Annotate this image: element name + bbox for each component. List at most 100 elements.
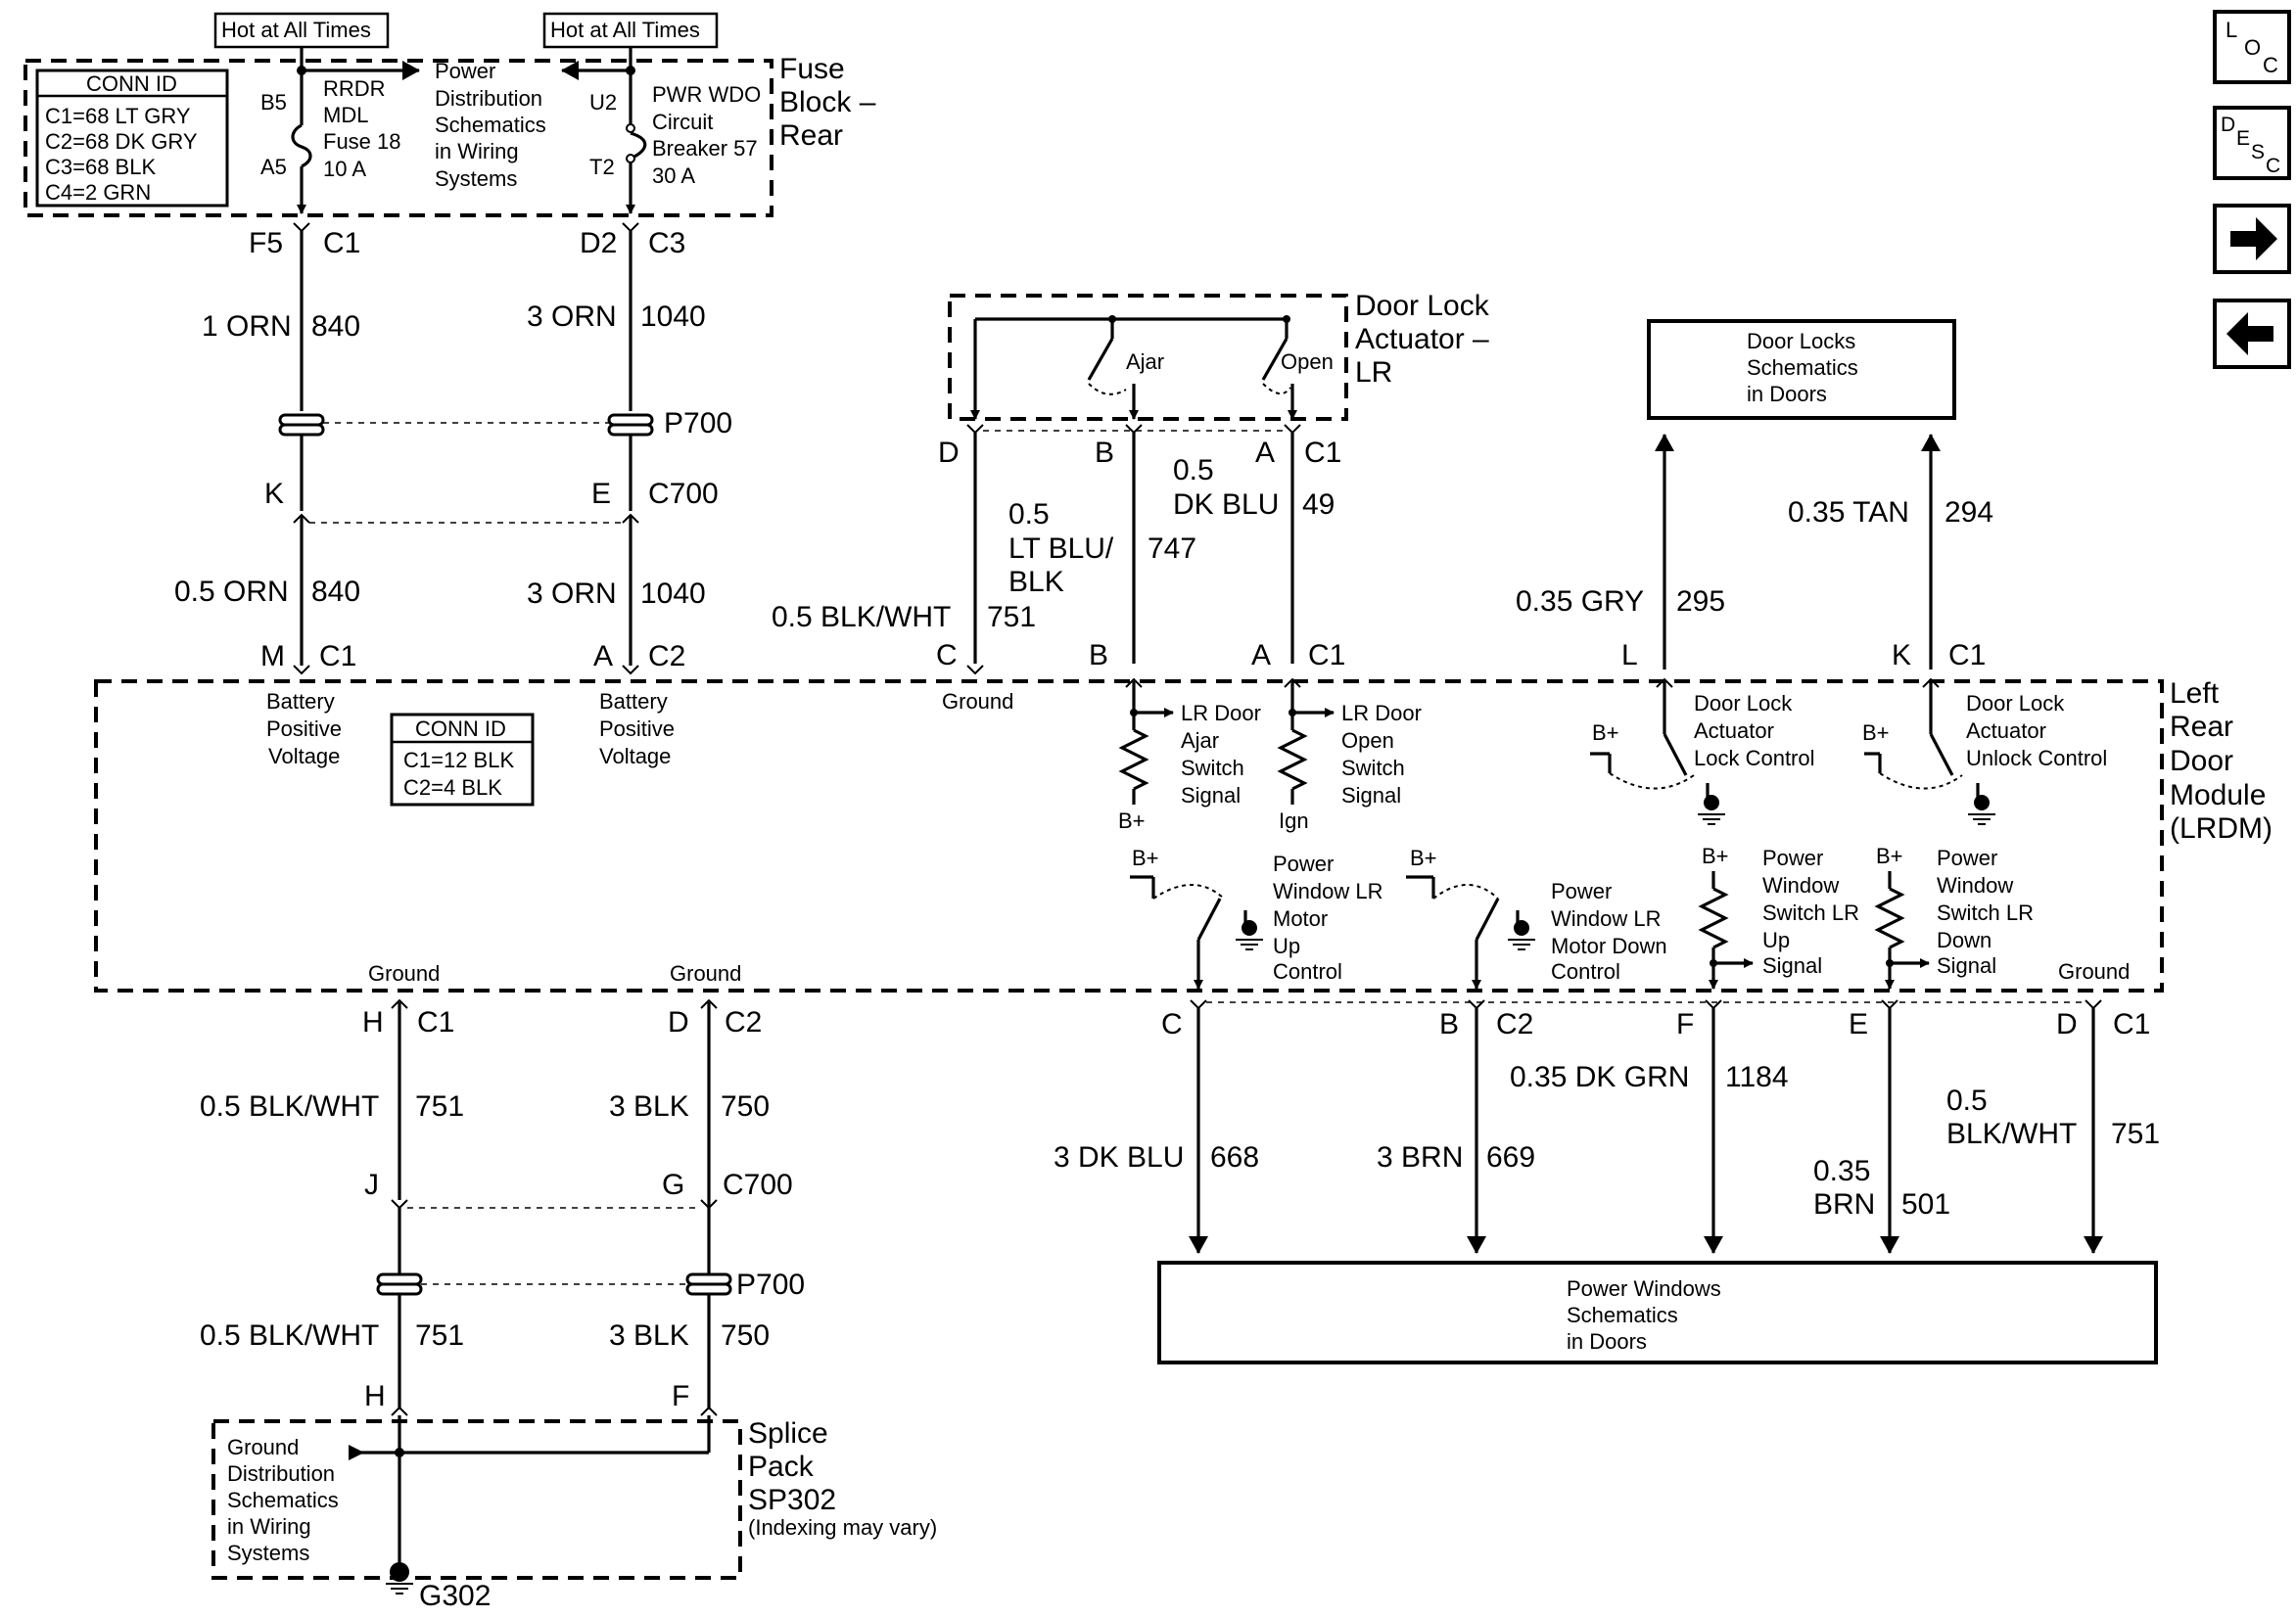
lock-ctrl-1: Door Lock	[1694, 691, 1793, 716]
pin-h-bottom: H	[364, 1380, 386, 1412]
pin-f-bottom: F	[672, 1380, 689, 1412]
splice-note: (Indexing may vary)	[748, 1515, 937, 1540]
up-bplus: B+	[1132, 846, 1159, 870]
wire-747-gauge-3: BLK	[1008, 566, 1064, 598]
description-button[interactable]: D E S C	[2213, 106, 2291, 180]
module-title-5: (LRDM)	[2170, 812, 2273, 845]
actuator-pin-b: B	[1095, 437, 1114, 469]
pin-k: K	[264, 478, 284, 510]
wire-751b-gauge: 0.5 BLK/WHT	[200, 1090, 379, 1123]
module-ground-left: Ground	[368, 961, 440, 986]
pdist-label-4: in Wiring	[435, 139, 519, 163]
unlock-control-switch	[1929, 733, 1954, 776]
wire-751d-gauge-2: BLK/WHT	[1946, 1118, 2077, 1150]
wire-751d-gauge-1: 0.5	[1946, 1085, 1988, 1117]
wire-668-gauge: 3 DK BLU	[1054, 1141, 1184, 1174]
open-sig-2: Open	[1341, 728, 1394, 753]
hot-at-all-times-left: Hot at All Times	[221, 18, 371, 42]
wire-751a-circuit: 751	[987, 601, 1036, 633]
location-button[interactable]: L O C	[2213, 10, 2291, 84]
wire-501-circuit: 501	[1901, 1188, 1950, 1221]
circuit-breaker-57-symbol	[630, 131, 647, 159]
module-conn-id-title: CONN ID	[415, 716, 506, 741]
wire-751c-circuit: 751	[415, 1319, 464, 1352]
actuator-pin-d: D	[938, 437, 960, 469]
wire-750a-circuit: 750	[721, 1090, 770, 1123]
previous-page-button[interactable]	[2213, 299, 2291, 369]
fuse-label-3: Fuse 18	[323, 129, 401, 154]
up-signal-resistor	[1698, 887, 1729, 949]
pin-d2: D2	[580, 227, 617, 259]
conn-m-c1: C1	[319, 640, 356, 672]
gd-line-4: in Wiring	[227, 1514, 311, 1539]
module-conn-id-c1: C1=12 BLK	[403, 748, 514, 772]
gd-line-3: Schematics	[227, 1488, 339, 1512]
power-window-wires: C B C2 F E D C1 3 DK BLU 668 3 BRN 669 0…	[1054, 999, 2160, 1364]
loc-letter-l: L	[2226, 18, 2237, 42]
splice-title-2: Pack	[748, 1451, 815, 1483]
loc-letter-o: O	[2244, 35, 2261, 60]
pin-f5: F5	[249, 227, 283, 259]
pin-d-c2: D	[668, 1006, 689, 1039]
down-ctrl-2: Window LR	[1551, 906, 1661, 931]
right-arrow-icon	[2230, 217, 2277, 260]
connector-p700-bottom: P700	[736, 1269, 805, 1301]
pdist-label-1: Power	[435, 59, 495, 83]
wire-747-gauge-2: LT BLU/	[1008, 532, 1114, 565]
power-windows-box	[1157, 1261, 2158, 1364]
lower-ground-wires: H C1 D C2 0.5 BLK/WHT 751 3 BLK 750 J G …	[200, 998, 805, 1416]
ajar-sig-1: LR Door	[1181, 701, 1261, 725]
module-pin-k: K	[1892, 639, 1911, 671]
cb-label-2: Circuit	[652, 110, 713, 134]
actuator-title-3: LR	[1355, 356, 1392, 389]
unlock-ctrl-2: Actuator	[1966, 718, 2046, 743]
down-sig-2: Window	[1937, 873, 2013, 898]
down-sig-3: Switch LR	[1937, 901, 2034, 925]
unlock-bplus: B+	[1862, 720, 1890, 745]
wire-840b-circuit: 840	[311, 576, 360, 608]
up-ctrl-2: Window LR	[1273, 879, 1382, 903]
module-ground-right: Ground	[2058, 959, 2130, 984]
desc-letter-e: E	[2236, 127, 2250, 150]
connector-p700-top: P700	[664, 407, 732, 439]
up-sig-3: Switch LR	[1762, 901, 1859, 925]
splice-outline	[211, 1419, 742, 1580]
door-locks-box	[1647, 319, 1956, 420]
wire-1040-gauge: 3 ORN	[527, 300, 617, 333]
down-sig-1: Power	[1937, 846, 1997, 870]
unlock-ctrl-3: Unlock Control	[1966, 746, 2107, 770]
splice-title-3: SP302	[748, 1484, 836, 1516]
down-bplus: B+	[1410, 846, 1437, 870]
wire-669-gauge: 3 BRN	[1377, 1141, 1463, 1174]
module-pin-b: B	[1089, 639, 1108, 671]
open-switch-contact	[1261, 338, 1289, 381]
wire-501-gauge-2: BRN	[1813, 1188, 1875, 1221]
open-sig-3: Switch	[1341, 756, 1405, 780]
actuator-title-2: Actuator –	[1355, 323, 1489, 355]
up-sig-5: Signal	[1762, 953, 1822, 978]
gd-line-1: Ground	[227, 1435, 299, 1459]
wire-840b-gauge: 0.5 ORN	[174, 576, 289, 608]
up-ctrl-5: Control	[1273, 959, 1342, 984]
bpv2-line-1: Battery	[599, 689, 668, 714]
wire-750a-gauge: 3 BLK	[609, 1090, 689, 1123]
wire-1184-circuit: 1184	[1725, 1061, 1789, 1093]
pin-m: M	[260, 640, 285, 672]
conn-h-c1: C1	[417, 1006, 454, 1039]
module-title-2: Rear	[2170, 711, 2233, 743]
bpv2-line-2: Positive	[599, 716, 675, 741]
module-pin-a: A	[1251, 639, 1271, 671]
fuse-pin-a5: A5	[260, 155, 287, 179]
upsig-bplus: B+	[1702, 844, 1729, 868]
up-sig-1: Power	[1762, 846, 1823, 870]
lock-control-switch	[1663, 733, 1688, 776]
loc-letter-c: C	[2263, 53, 2278, 77]
next-page-button[interactable]	[2213, 204, 2291, 274]
pin-g: G	[662, 1169, 684, 1201]
cb-pin-u2: U2	[589, 90, 617, 115]
wire-750b-circuit: 750	[721, 1319, 770, 1352]
actuator-title-1: Door Lock	[1355, 290, 1490, 322]
wire-840-gauge: 1 ORN	[202, 310, 292, 343]
wire-669-circuit: 669	[1486, 1141, 1535, 1174]
wire-840-circuit: 840	[311, 310, 360, 343]
